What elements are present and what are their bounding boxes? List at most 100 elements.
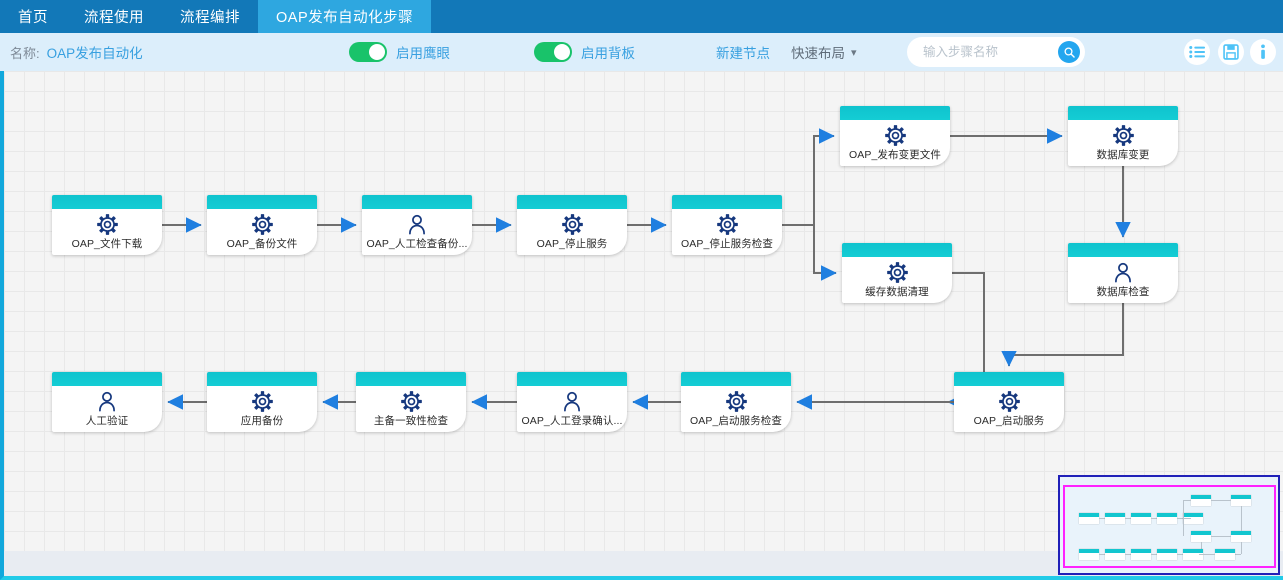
minimap-link — [1151, 518, 1157, 519]
flow-node[interactable]: 数据库检查 — [1068, 243, 1178, 303]
flow-node[interactable]: OAP_启动服务检查 — [681, 372, 791, 432]
flow-node[interactable]: OAP_停止服务 — [517, 195, 627, 255]
node-icon — [561, 213, 583, 235]
flow-node[interactable]: 数据库变更 — [1068, 106, 1178, 166]
list-view-button[interactable] — [1184, 39, 1210, 65]
flow-node[interactable]: OAP_人工检查备份... — [362, 195, 472, 255]
tab-label: 首页 — [18, 10, 48, 26]
tab-1[interactable]: 流程使用 — [66, 0, 162, 33]
eagle-eye-toggle-group[interactable]: 启用鹰眼 — [349, 42, 450, 62]
gear-icon — [716, 213, 738, 235]
backboard-toggle[interactable] — [534, 42, 572, 62]
minimap-node — [1105, 549, 1125, 560]
save-icon — [1223, 44, 1239, 60]
tab-label: 流程使用 — [84, 10, 144, 26]
node-icon — [1112, 124, 1134, 146]
node-icon — [97, 390, 117, 412]
flow-edge — [782, 224, 837, 281]
minimap-node — [1157, 513, 1177, 524]
edge-layer — [162, 128, 1131, 410]
gear-icon — [251, 390, 273, 412]
eagle-eye-label: 启用鹰眼 — [396, 46, 450, 61]
minimap-link — [1241, 506, 1242, 531]
gear-icon — [400, 390, 422, 412]
flow-node[interactable]: OAP_停止服务检查 — [672, 195, 782, 255]
flow-node[interactable]: 应用备份 — [207, 372, 317, 432]
minimap-node — [1079, 513, 1099, 524]
minimap-link — [1183, 500, 1184, 536]
tab-label: 流程编排 — [180, 10, 240, 26]
quick-layout-button[interactable]: 快速布局 ▾ — [791, 42, 857, 62]
gear-icon — [96, 213, 118, 235]
person-icon — [99, 391, 115, 411]
node-label: OAP_启动服务检查 — [689, 415, 782, 427]
tab-label: OAP发布自动化步骤 — [276, 10, 414, 26]
flow-node[interactable]: OAP_文件下载 — [52, 195, 162, 255]
node-icon — [96, 213, 118, 235]
node-label: OAP_人工登录确认... — [521, 415, 623, 427]
gear-icon — [1112, 124, 1134, 146]
node-label: OAP_发布变更文件 — [848, 149, 941, 161]
eagle-eye-toggle[interactable] — [349, 42, 387, 62]
node-label: OAP_停止服务 — [536, 238, 608, 250]
gear-icon — [561, 213, 583, 235]
node-header — [362, 195, 472, 209]
minimap-node — [1079, 549, 1099, 560]
flow-node[interactable]: 主备一致性检查 — [356, 372, 466, 432]
minimap-viewport[interactable] — [1063, 485, 1276, 568]
node-icon — [251, 390, 273, 412]
minimap-node — [1131, 549, 1151, 560]
minimap-node — [1105, 513, 1125, 524]
chevron-down-icon: ▾ — [851, 46, 857, 59]
flow-node[interactable]: OAP_人工登录确认... — [517, 372, 627, 432]
flow-node[interactable]: OAP_启动服务 — [954, 372, 1064, 432]
person-icon — [564, 391, 580, 411]
node-header — [356, 372, 466, 386]
node-header — [672, 195, 782, 209]
minimap-link — [1177, 518, 1183, 519]
list-icon — [1189, 46, 1205, 58]
search-input[interactable] — [923, 45, 1058, 59]
minimap-link — [1177, 554, 1183, 555]
gear-icon — [998, 390, 1020, 412]
node-label: 数据库检查 — [1096, 286, 1150, 298]
search-icon — [1063, 46, 1075, 58]
flow-node[interactable]: 缓存数据清理 — [842, 243, 952, 303]
flow-node[interactable]: OAP_发布变更文件 — [840, 106, 950, 166]
tab-3[interactable]: OAP发布自动化步骤 — [258, 0, 432, 33]
backboard-toggle-group[interactable]: 启用背板 — [534, 42, 635, 62]
minimap-link — [1151, 554, 1157, 555]
search-button[interactable] — [1058, 41, 1080, 63]
info-icon — [1261, 44, 1265, 59]
node-label: 缓存数据清理 — [865, 286, 929, 298]
minimap-link — [1211, 536, 1231, 537]
new-node-button[interactable]: 新建节点 — [716, 46, 770, 61]
search-box[interactable] — [907, 37, 1085, 67]
editor-toolbar: 名称: OAP发布自动化 启用鹰眼 启用背板 新建节点 快速布局 ▾ — [0, 33, 1283, 71]
node-icon — [725, 390, 747, 412]
person-icon — [1115, 262, 1131, 282]
node-label: OAP_停止服务检查 — [680, 238, 773, 250]
minimap-node — [1183, 549, 1203, 560]
tab-0[interactable]: 首页 — [0, 0, 66, 33]
node-icon — [716, 213, 738, 235]
save-button[interactable] — [1218, 39, 1244, 65]
quick-layout-label: 快速布局 — [791, 46, 845, 61]
minimap-node — [1231, 531, 1251, 542]
node-label: 人工验证 — [85, 415, 129, 427]
node-header — [954, 372, 1064, 386]
tab-2[interactable]: 流程编排 — [162, 0, 258, 33]
minimap-node — [1157, 549, 1177, 560]
minimap-link — [1211, 500, 1231, 501]
flow-canvas[interactable]: OAP_文件下载 OAP_备份文件 OAP_人工检查备份... OAP_停止服务 OAP… — [0, 71, 1283, 551]
minimap[interactable] — [1058, 475, 1280, 575]
flow-node[interactable]: 人工验证 — [52, 372, 162, 432]
person-icon — [409, 214, 425, 234]
minimap-node — [1191, 495, 1211, 506]
flow-node[interactable]: OAP_备份文件 — [207, 195, 317, 255]
node-header — [1068, 106, 1178, 120]
name-label: 名称: — [10, 45, 40, 61]
info-button[interactable] — [1250, 39, 1276, 65]
gear-icon — [725, 390, 747, 412]
